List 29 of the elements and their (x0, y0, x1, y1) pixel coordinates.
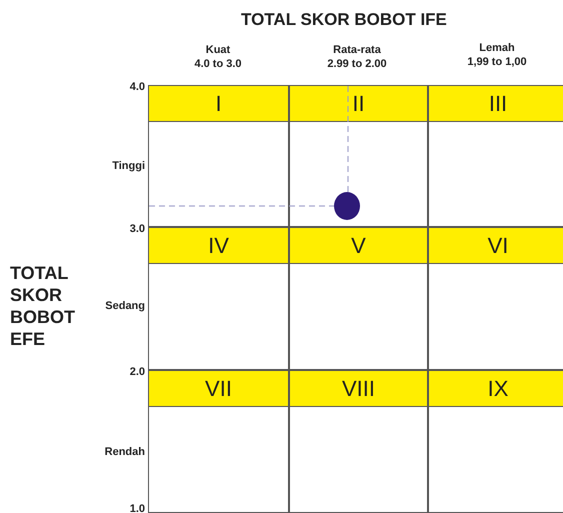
range-label: 4.0 to 3.0 (194, 58, 242, 70)
matrix-cell (428, 370, 563, 513)
axis-tick: 4.0 (130, 81, 145, 93)
matrix-cell (289, 227, 428, 370)
chart-title: TOTAL SKOR BOBOT IFE (241, 10, 447, 30)
axis-tick: 2.0 (130, 366, 145, 378)
matrix-cell (148, 370, 289, 513)
quadrant-number: I (149, 86, 288, 122)
column-header: Rata-rata (333, 44, 381, 56)
matrix-cell (428, 85, 563, 227)
axis-title: TOTAL SKOR BOBOT EFE (10, 262, 76, 350)
quadrant-number: II (290, 86, 427, 122)
column-header: Kuat (206, 44, 230, 56)
matrix-cell (289, 370, 428, 513)
range-label: 2.99 to 2.00 (327, 58, 387, 70)
quadrant-number: VIII (290, 371, 427, 407)
quadrant-number: VII (149, 371, 288, 407)
matrix-cell (148, 85, 289, 227)
quadrant-number: VI (429, 228, 563, 264)
matrix-cell (428, 227, 563, 370)
axis-tick: 3.0 (130, 223, 145, 235)
quadrant-number: III (429, 86, 563, 122)
quadrant-number: V (290, 228, 427, 264)
row-header: Rendah (104, 446, 145, 458)
column-header: Lemah (479, 42, 515, 54)
matrix-cell (148, 227, 289, 370)
quadrant-number: IV (149, 228, 288, 264)
matrix-cell (289, 85, 428, 227)
quadrant-number: IX (429, 371, 563, 407)
